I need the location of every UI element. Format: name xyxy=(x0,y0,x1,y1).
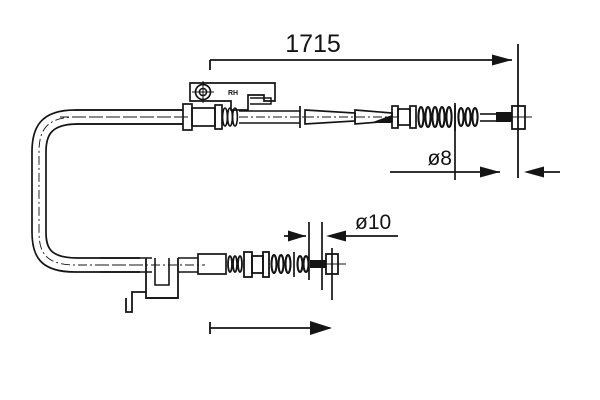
lower-collar-a xyxy=(243,251,253,278)
lower-cable-assembly xyxy=(100,248,346,313)
dimension-bottom-arrowhead xyxy=(310,321,332,335)
lower-spring-coils xyxy=(270,253,292,275)
upper-cable-body xyxy=(60,103,532,131)
dimension-1715-arrowhead xyxy=(492,54,512,66)
lower-ferrule-a xyxy=(197,253,227,275)
bracket-lower-u-outline xyxy=(145,258,179,299)
dimension-d8-arrowhead-right xyxy=(524,166,544,178)
dimension-d8-label: ø8 xyxy=(427,147,452,170)
dimension-1715-label: 1715 xyxy=(285,30,341,58)
u-bend-loop xyxy=(31,109,183,273)
upper-ferrule-c xyxy=(214,104,223,130)
upper-collar-b xyxy=(397,108,411,126)
upper-spring-coils xyxy=(417,105,453,129)
lower-collar-c xyxy=(262,251,270,278)
u-bend-outer-edge xyxy=(31,109,183,273)
upper-end-threaded-rod xyxy=(496,112,512,122)
lower-spring-coils-2 xyxy=(296,254,310,274)
dimension-diameter-8: ø8 xyxy=(390,105,560,180)
upper-collar-c xyxy=(409,105,417,129)
dimension-diameter-10: ø10 xyxy=(284,211,398,290)
dimension-d8-arrowhead-left xyxy=(480,166,500,178)
dimension-d10-arrowhead-left xyxy=(288,230,306,242)
upper-coil-group-a xyxy=(221,107,239,127)
lower-collar-b xyxy=(251,255,264,274)
mounting-bracket-upper-slot xyxy=(250,97,272,105)
mounting-bracket-lower xyxy=(125,258,179,313)
u-bend-inner-edge xyxy=(45,123,183,259)
dimension-bottom-reference xyxy=(209,321,332,335)
upper-spring-coils-2 xyxy=(457,106,479,128)
upper-cable-assembly: RH xyxy=(60,81,532,131)
bracket-lower-inner-slot xyxy=(154,258,170,286)
dimension-1715: 1715 xyxy=(209,30,519,178)
rh-marking-label: RH xyxy=(228,90,238,97)
dimension-d10-label: ø10 xyxy=(355,211,391,234)
dimension-d10-arrowhead-right xyxy=(326,230,346,242)
upper-ferrule-b xyxy=(191,107,216,127)
mounting-bracket-upper-outline xyxy=(189,82,276,111)
lower-coil-group-a xyxy=(227,255,243,273)
bracket-lower-hook-tab xyxy=(125,291,146,313)
u-bend-centerline xyxy=(38,116,183,266)
mounting-bracket-upper: RH xyxy=(189,81,276,111)
